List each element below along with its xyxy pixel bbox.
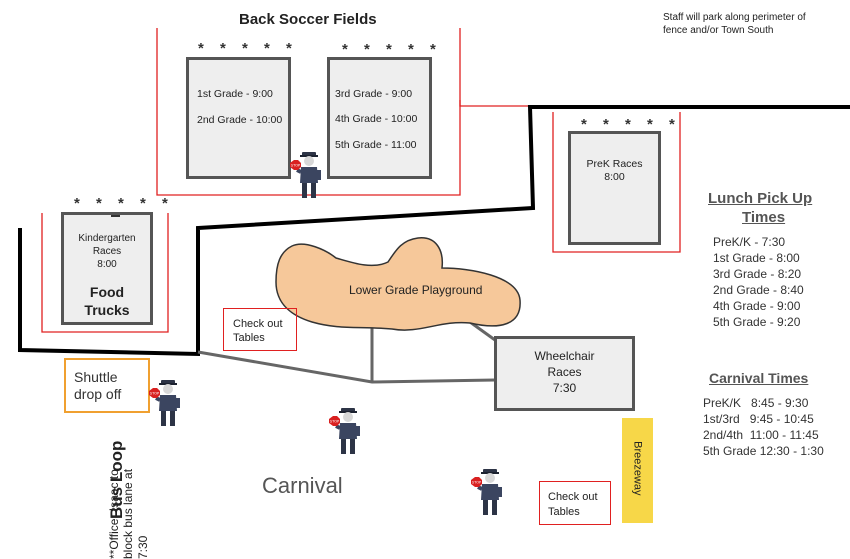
breezeway [622,418,653,523]
kinder-line-3: 8:00 [97,259,117,270]
shuttle-dropoff-box [64,358,150,413]
stop-sign-text: STOP [291,164,300,168]
shuttle-line-2: drop off [74,386,122,402]
lunch-item: 3rd Grade - 8:20 [713,267,802,281]
fence-kinder [41,213,169,333]
food-trucks-line-2: Trucks [84,302,130,318]
field-left [186,57,291,179]
field-right-line-2: 4th Grade - 10:00 [335,113,418,125]
carnival-time-item: PreK/K 8:45 - 9:30 [703,396,809,410]
carnival-time-item: 2nd/4th 11:00 - 11:45 [703,428,819,442]
checkout-bottom-line-2: Tables [548,506,580,518]
field-right-line-1: 3rd Grade - 9:00 [335,88,413,100]
field-left-line-1: 1st Grade - 9:00 [197,88,273,100]
shuttle-line-1: Shuttle [74,369,118,385]
officer-icon: STOP [146,378,186,433]
map-lines [18,28,850,384]
kinder-line-2: Races [92,246,122,257]
food-trucks-line-1: Food [89,284,125,300]
lunch-item: 5th Grade - 9:20 [713,315,801,329]
path-line-3 [469,320,496,342]
fence-top [156,28,461,196]
stop-sign-text: STOP [472,481,481,485]
fence-top-right [459,100,532,107]
field-right [327,57,432,179]
checkout-top-line-1: Check out [233,318,283,330]
checkout-top-line-2: Tables [233,332,265,344]
prek-label: PreK Races [586,158,643,170]
staff-note-line-1: Staff will park along perimeter of [663,12,806,23]
carnival-time-item: 5th Grade 12:30 - 1:30 [703,444,824,458]
prek-time: 8:00 [604,171,625,183]
path-line-1 [197,350,496,384]
bus-note-line-3: 7:30 [135,535,150,559]
site-map: Back Soccer Fields Staff will park along… [18,11,850,559]
lunch-item: 4th Grade - 9:00 [713,299,801,313]
stars-prek: * * * * * [581,116,681,133]
breezeway-label: Breezeway [631,441,644,496]
kinder-line-1: Kindergarten [78,233,136,244]
officer-icon: STOP [326,406,366,461]
officer-icon: STOP [287,150,327,205]
playground-shape [275,237,521,331]
lunch-heading-line-1: Lunch Pick Up [708,190,813,207]
fence-prek [552,112,681,253]
staff-note-line-2: fence and/or Town South [663,25,774,36]
wheelchair-races-box [494,336,635,411]
page-title: Back Soccer Fields [239,11,377,28]
road-line [18,105,850,357]
officer-icon: STOP [468,467,508,522]
carnival-time-item: 1st/3rd 9:45 - 10:45 [703,412,814,426]
stars-field-left: * * * * * [198,40,298,57]
wheelchair-line-3: 7:30 [552,381,577,395]
bus-note: **Officer Isaac to block bus lane at 7:3… [107,429,157,559]
checkout-tables-bottom [539,481,611,525]
stop-sign-text: STOP [330,420,339,424]
stars-kinder: * * * * * [74,195,174,212]
carnival-label: Carnival [262,473,343,498]
prek-races-box [568,131,661,245]
field-left-line-2: 2nd Grade - 10:00 [197,114,283,126]
field-right-line-3: 5th Grade - 11:00 [335,139,417,151]
checkout-tables-top [223,308,297,351]
lunch-heading-line-2: Times [742,209,786,226]
playground-label: Lower Grade Playground [349,283,483,297]
bus-note-line-1: **Officer Isaac to [107,469,121,559]
kindergarten-box [61,212,153,325]
lunch-item: 2nd Grade - 8:40 [713,283,804,297]
bus-note-line-2: block bus lane at [121,468,136,559]
lunch-item: 1st Grade - 8:00 [713,251,800,265]
lunch-item: PreK/K - 7:30 [713,235,786,249]
stars-field-right: * * * * * [342,41,442,58]
carnival-times-heading: Carnival Times [709,370,809,386]
wheelchair-line-1: Wheelchair [534,349,595,363]
checkout-bottom-line-1: Check out [548,491,598,503]
kinder-dash [111,215,120,217]
stop-sign-text: STOP [150,392,159,396]
wheelchair-line-2: Races [547,365,582,379]
